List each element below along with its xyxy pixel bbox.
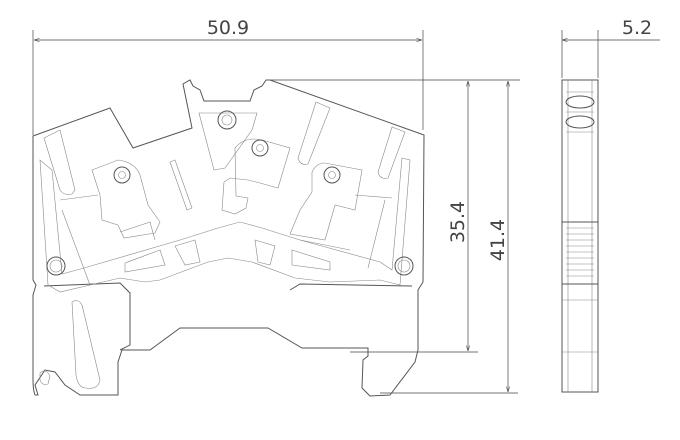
thickness-dimension: 5.2 [561, 17, 660, 78]
width-label: 50.9 [207, 17, 249, 39]
total-height-label: 41.4 [487, 219, 509, 261]
clamp-left [59, 159, 161, 286]
height-dimensions: 35.4 41.4 [270, 79, 520, 394]
front-view [32, 79, 425, 397]
width-dimension: 50.9 [32, 17, 424, 135]
thickness-label: 5.2 [622, 17, 652, 39]
clamp-center [221, 138, 291, 215]
clamp-right [289, 162, 393, 269]
side-view [561, 79, 599, 393]
rail-height-label: 35.4 [447, 201, 469, 243]
